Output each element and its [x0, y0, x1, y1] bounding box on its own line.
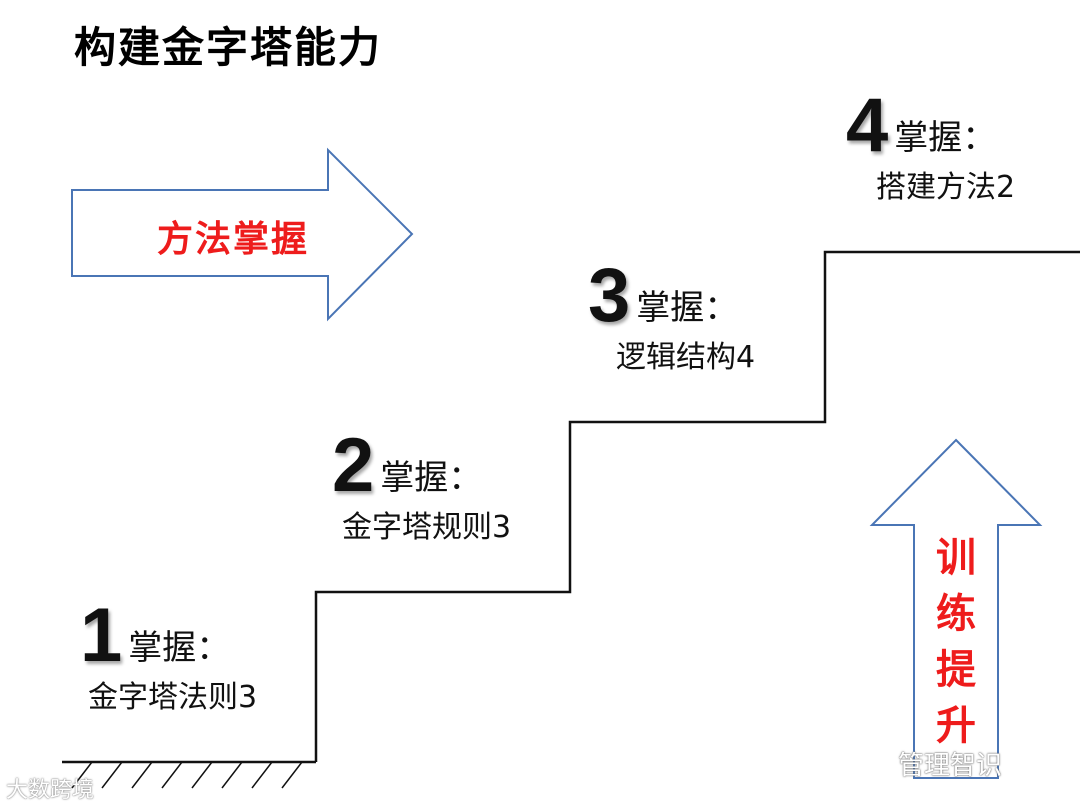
staircase-line — [314, 250, 1080, 762]
watermark-right: 管理智识 — [898, 751, 1003, 781]
slide-title: 构建金字塔能力 — [74, 23, 383, 72]
method-arrow-label: 方法掌握 — [156, 219, 309, 260]
training-char: 训 — [936, 535, 976, 581]
ground-hatch — [62, 760, 316, 789]
training-char: 升 — [936, 703, 976, 749]
step-number: 3 — [588, 253, 631, 338]
step-grasp-label: 掌握： — [636, 288, 739, 328]
step-topic: 逻辑结构4 — [616, 340, 756, 375]
step-grasp-label: 掌握： — [894, 118, 997, 158]
training-arrow-label: 训 练 提 升 — [924, 530, 988, 754]
step-number: 2 — [332, 423, 375, 508]
step-number: 4 — [846, 83, 889, 168]
step-grasp-label: 掌握： — [128, 628, 231, 668]
step-topic: 搭建方法2 — [876, 170, 1016, 205]
step-topic: 金字塔规则3 — [342, 510, 512, 545]
training-char: 提 — [936, 647, 976, 693]
step-grasp-label: 掌握： — [380, 458, 483, 498]
step-topic: 金字塔法则3 — [88, 680, 258, 715]
training-arrow-shape — [869, 438, 1043, 779]
step-number: 1 — [80, 593, 123, 678]
watermark-left: 大数跨境 — [6, 778, 95, 803]
training-char: 练 — [936, 591, 976, 637]
method-arrow-shape — [71, 147, 414, 322]
